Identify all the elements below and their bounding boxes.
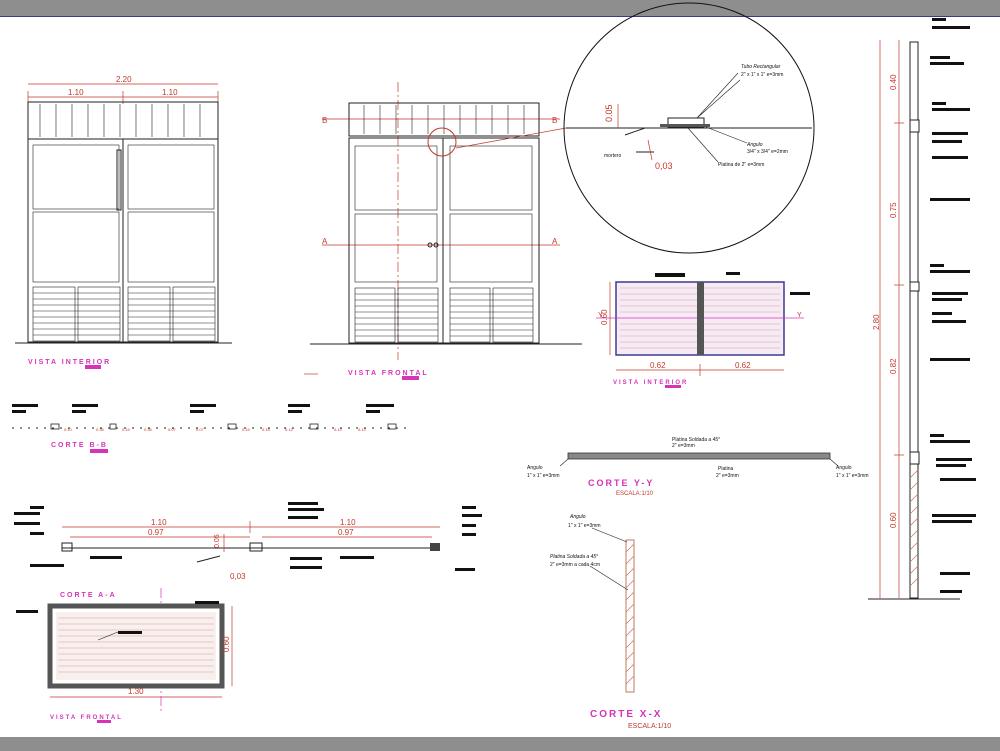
bb-tick-label: 0.12 — [358, 427, 367, 432]
dim-interior-total: 2.20 — [116, 75, 132, 84]
xx-angulo: Angulo — [569, 514, 586, 520]
dim-aa-left: 1.10 — [151, 518, 167, 527]
dim-v-082: 0.82 — [889, 358, 898, 374]
label-corte-yy-scale: ESCALA:1/10 — [616, 491, 654, 497]
label-small-vista-frontal: VISTA FRONTAL — [50, 715, 123, 721]
yy-angulo-left-spec: 1" x 1" e=3mm — [527, 473, 560, 479]
dim-v-280: 2.80 — [872, 314, 881, 330]
yy-platina-solid: Platina Soldada a 45° — [672, 437, 720, 443]
yy-platina-mid: Platina — [718, 466, 734, 472]
axis-a-left: A — [322, 237, 328, 246]
detail-circle: 0.05 0,03 mortero Tubo Rectangular 2" x … — [563, 2, 815, 254]
dim-aa-003: 0,03 — [230, 572, 246, 581]
yy-platina-mid-spec: 2" e=3mm — [716, 473, 739, 479]
bb-tick-label: 0.12 — [334, 427, 343, 432]
corte-bb: CORTE B-B — [12, 404, 412, 453]
vertical-elevation: 0.40 0.75 2.80 0.82 0.60 — [868, 18, 976, 600]
label-vista-frontal: VISTA FRONTAL — [348, 370, 429, 377]
small-vista-frontal: 0.60 1.30 VISTA FRONTAL — [16, 588, 233, 723]
axis-y-left: Y — [598, 312, 603, 319]
xx-platina-spec: 2" e=3mm a cada 4cm — [550, 562, 600, 568]
label-angulo: Angulo — [746, 142, 763, 148]
yy-angulo-left: Angulo — [527, 465, 543, 471]
label-corte-yy: CORTE Y-Y — [588, 478, 654, 488]
dim-v-040: 0.40 — [889, 74, 898, 90]
vista-interior-door: 2.20 1.10 1.10 — [15, 75, 232, 369]
label-corte-bb: CORTE B-B — [51, 442, 108, 449]
label-small-vista-interior: VISTA INTERIOR — [613, 380, 688, 386]
bb-tick-label: 0.12 — [285, 427, 294, 432]
top-toolbar-bar — [0, 0, 1000, 17]
dim-aa-right-inner: 0.97 — [338, 528, 354, 537]
dim-aa-small: 0.05 — [214, 534, 221, 548]
bb-tick-label: 0.07 — [168, 427, 177, 432]
small-vista-interior: Y Y 0.60 0.62 0.62 VISTA INTERIOR — [596, 272, 810, 388]
corte-aa: 1.10 1.10 0.97 0.97 0.05 0,03 CORTE A-A — [14, 502, 482, 599]
vista-frontal-door: B B A A — [304, 82, 582, 380]
dim-interior-left: 1.10 — [68, 88, 84, 97]
dim-frontal-width: 1.30 — [128, 687, 144, 696]
bb-tick-label: 0.10 — [64, 427, 73, 432]
corte-yy: Platina Soldada a 45° 2" e=3mm Angulo 1"… — [527, 437, 869, 497]
axis-a-right: A — [552, 237, 558, 246]
axis-b-left: B — [322, 116, 327, 125]
label-corte-aa: CORTE A-A — [60, 592, 117, 599]
label-platina: Platina de 2" e=3mm — [718, 162, 764, 168]
xx-angulo-spec: 1" x 1" e=3mm — [568, 523, 601, 529]
label-angulo-spec: 3/4" x 3/4" e=2mm — [747, 149, 788, 155]
dim-v-075: 0.75 — [889, 202, 898, 218]
label-tubo-rectangular: Tubo Rectangular — [741, 64, 781, 70]
dim-detail-005: 0.05 — [604, 104, 614, 122]
dim-aa-right: 1.10 — [340, 518, 356, 527]
label-corte-xx-scale: ESCALA:1/10 — [628, 723, 671, 730]
dim-frontal-height: 0.60 — [222, 636, 231, 652]
dim-interior-right: 1.10 — [162, 88, 178, 97]
label-tubo-spec: 2" x 1" x 1" e=3mm — [741, 72, 783, 78]
bb-tick-label: 0.15 — [242, 427, 251, 432]
yy-platina-solid-spec: 2" e=3mm — [672, 443, 695, 449]
bb-tick-label: 0.07 — [196, 427, 205, 432]
bb-tick-label: 0.35 — [96, 427, 105, 432]
label-vista-interior: VISTA INTERIOR — [28, 359, 111, 366]
axis-b-right: B — [552, 116, 557, 125]
dim-small-interior-right: 0.62 — [735, 361, 751, 370]
bottom-status-bar — [0, 737, 1000, 751]
bb-tick-label: 0.35 — [144, 427, 153, 432]
xx-platina: Platina Soldada a 45° — [550, 554, 598, 560]
bb-tick-label: 0.15 — [262, 427, 271, 432]
label-corte-xx: CORTE X-X — [590, 709, 662, 720]
label-mortero: mortero — [604, 153, 621, 159]
dim-aa-left-inner: 0.97 — [148, 528, 164, 537]
bb-tick-label: 0.15 — [122, 427, 131, 432]
dim-detail-003: 0,03 — [655, 161, 673, 171]
corte-xx: Angulo 1" x 1" e=3mm Platina Soldada a 4… — [550, 514, 671, 730]
yy-angulo-right-spec: 1" x 1" e=3mm — [836, 473, 869, 479]
dim-small-interior-height: 0.60 — [600, 309, 609, 325]
dim-small-interior-left: 0.62 — [650, 361, 666, 370]
dim-v-060: 0.60 — [889, 512, 898, 528]
axis-y-right: Y — [797, 312, 802, 319]
yy-angulo-right: Angulo — [836, 465, 852, 471]
